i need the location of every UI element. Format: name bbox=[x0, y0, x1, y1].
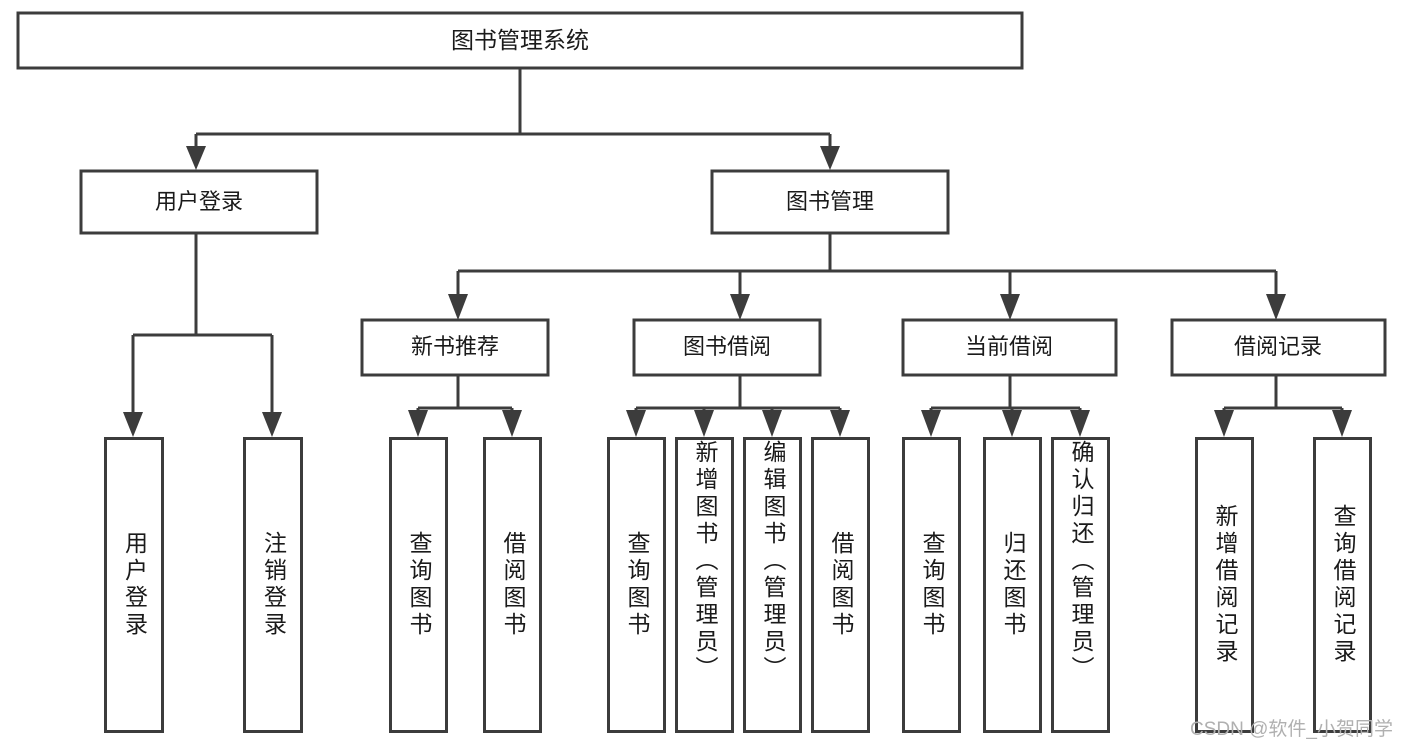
leaf-label: 确认归还（管理员） bbox=[1068, 440, 1094, 683]
node-borrow-record-box[interactable] bbox=[1170, 318, 1387, 377]
node-new-book-recommend-box[interactable] bbox=[360, 318, 550, 377]
arrow-head-leaf-6 bbox=[694, 410, 714, 437]
leaf-node-borrow-book-2[interactable]: 借阅图书 bbox=[811, 437, 870, 733]
arrow-head-user-login bbox=[186, 146, 206, 170]
leaf-label: 查询图书 bbox=[624, 531, 650, 639]
leaf-node-logout[interactable]: 注销登录 bbox=[243, 437, 303, 733]
arrow-head-leaf-12 bbox=[1214, 410, 1234, 437]
arrow-head-leaf-7 bbox=[762, 410, 782, 437]
arrow-head-level3-4 bbox=[1266, 294, 1286, 320]
leaf-label: 借阅图书 bbox=[500, 531, 526, 639]
leaf-label: 归还图书 bbox=[1000, 531, 1026, 639]
node-borrow-record-label: 借阅记录 bbox=[1234, 334, 1322, 359]
arrow-head-level3-3 bbox=[1000, 294, 1020, 320]
arrow-head-level3-2 bbox=[730, 294, 750, 320]
leaf-node-query-book-1[interactable]: 查询图书 bbox=[389, 437, 448, 733]
node-current-borrow[interactable]: 当前借阅 bbox=[901, 318, 1118, 377]
node-book-borrow[interactable]: 图书借阅 bbox=[632, 318, 822, 377]
connectors bbox=[123, 68, 1352, 437]
leaf-node-edit-book-admin[interactable]: 编辑图书（管理员） bbox=[743, 437, 802, 733]
leaf-node-borrow-book-1[interactable]: 借阅图书 bbox=[483, 437, 542, 733]
node-user-login-label: 用户登录 bbox=[155, 189, 243, 214]
leaf-node-query-book-3[interactable]: 查询图书 bbox=[902, 437, 961, 733]
node-current-borrow-label: 当前借阅 bbox=[965, 334, 1053, 359]
node-borrow-record[interactable]: 借阅记录 bbox=[1170, 318, 1387, 377]
node-new-book-recommend-label: 新书推荐 bbox=[411, 334, 499, 359]
leaf-node-return-book[interactable]: 归还图书 bbox=[983, 437, 1042, 733]
node-root[interactable]: 图书管理系统 bbox=[16, 11, 1024, 70]
node-new-book-recommend[interactable]: 新书推荐 bbox=[360, 318, 550, 377]
leaf-label: 新增借阅记录 bbox=[1212, 504, 1238, 666]
node-book-borrow-box[interactable] bbox=[632, 318, 822, 377]
arrow-head-leaf-9 bbox=[921, 410, 941, 437]
node-book-management-label: 图书管理 bbox=[786, 189, 874, 214]
arrow-head-leaf-13 bbox=[1332, 410, 1352, 437]
arrow-head-leaf-8 bbox=[830, 410, 850, 437]
leaf-node-user-login[interactable]: 用户登录 bbox=[104, 437, 164, 733]
leaf-node-query-book-2[interactable]: 查询图书 bbox=[607, 437, 666, 733]
arrow-head-leaf-11 bbox=[1070, 410, 1090, 437]
node-user-login-box[interactable] bbox=[79, 169, 319, 235]
leaf-label: 编辑图书（管理员） bbox=[760, 440, 786, 683]
node-user-login[interactable]: 用户登录 bbox=[79, 169, 319, 235]
leaf-label: 用户登录 bbox=[121, 531, 148, 639]
leaf-node-add-borrow-record[interactable]: 新增借阅记录 bbox=[1195, 437, 1254, 733]
arrow-head-leaf-4 bbox=[502, 410, 522, 437]
leaf-node-query-borrow-record[interactable]: 查询借阅记录 bbox=[1313, 437, 1372, 733]
arrow-head-level3-1 bbox=[448, 294, 468, 320]
leaf-label: 查询图书 bbox=[406, 531, 432, 639]
leaf-label: 注销登录 bbox=[260, 531, 287, 639]
arrow-head-leaf-1 bbox=[123, 412, 143, 437]
node-root-label: 图书管理系统 bbox=[451, 27, 589, 53]
node-book-management-box[interactable] bbox=[710, 169, 950, 235]
leaf-label: 查询借阅记录 bbox=[1330, 504, 1356, 666]
arrow-head-leaf-10 bbox=[1002, 410, 1022, 437]
arrow-head-leaf-3 bbox=[408, 410, 428, 437]
arrow-head-book-manage bbox=[820, 146, 840, 170]
node-book-management[interactable]: 图书管理 bbox=[710, 169, 950, 235]
leaf-node-confirm-return-admin[interactable]: 确认归还（管理员） bbox=[1051, 437, 1110, 733]
arrow-head-leaf-5 bbox=[626, 410, 646, 437]
node-root-box[interactable] bbox=[16, 11, 1024, 70]
leaf-label: 查询图书 bbox=[919, 531, 945, 639]
leaf-label: 借阅图书 bbox=[828, 531, 854, 639]
leaf-node-add-book-admin[interactable]: 新增图书（管理员） bbox=[675, 437, 734, 733]
node-current-borrow-box[interactable] bbox=[901, 318, 1118, 377]
node-book-borrow-label: 图书借阅 bbox=[683, 334, 771, 359]
leaf-label: 新增图书（管理员） bbox=[692, 440, 718, 683]
arrow-head-leaf-2 bbox=[262, 412, 282, 437]
